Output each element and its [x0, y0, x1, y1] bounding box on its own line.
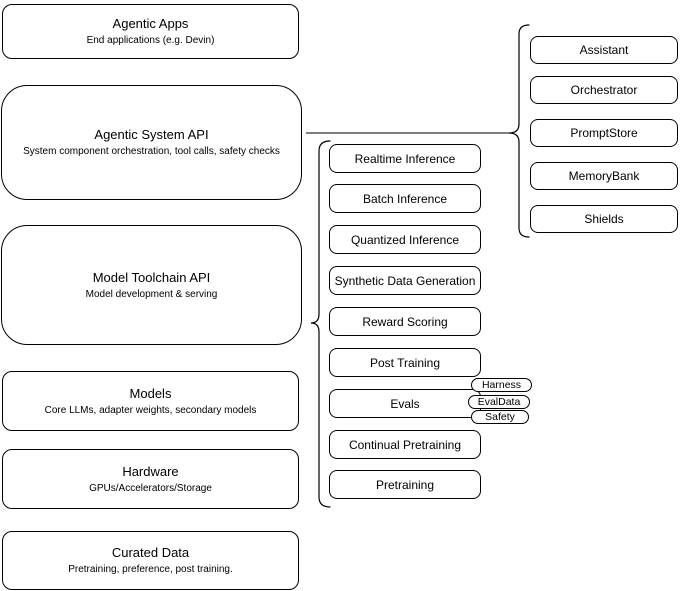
- node-synthetic-data-generation: Synthetic Data Generation: [329, 266, 481, 295]
- node-post-training: Post Training: [329, 348, 481, 377]
- node-continual-pretraining: Continual Pretraining: [329, 430, 481, 459]
- node-title: Models: [129, 385, 172, 401]
- node-realtime-inference: Realtime Inference: [329, 144, 481, 173]
- node-title: Curated Data: [111, 545, 190, 560]
- node-hardware: Hardware GPUs/Accelerators/Storage: [2, 449, 299, 509]
- node-pretraining: Pretraining: [329, 470, 481, 499]
- node-models: Models Core LLMs, adapter weights, secon…: [2, 371, 299, 431]
- node-title: Model Toolchain API: [92, 269, 211, 285]
- node-subtitle: Model development & serving: [85, 288, 218, 300]
- node-agentic-system-api: Agentic System API System component orch…: [1, 85, 302, 200]
- node-promptstore: PromptStore: [530, 119, 678, 147]
- node-title: Agentic System API: [94, 127, 209, 142]
- node-batch-inference: Batch Inference: [329, 184, 481, 213]
- tag-evaldata: EvalData: [468, 395, 530, 409]
- tag-harness: Harness: [471, 378, 532, 392]
- toolchain-components-brace: [310, 140, 331, 508]
- node-quantized-inference: Quantized Inference: [329, 225, 481, 254]
- node-subtitle: Pretraining, preference, post training.: [68, 564, 233, 575]
- node-assistant: Assistant: [530, 36, 678, 64]
- node-title: Hardware: [122, 463, 179, 479]
- node-title: Agentic Apps: [112, 16, 189, 31]
- node-orchestrator: Orchestrator: [530, 76, 678, 104]
- node-memorybank: MemoryBank: [530, 162, 678, 190]
- tag-safety: Safety: [471, 410, 529, 424]
- node-subtitle: System component orchestration, tool cal…: [23, 146, 280, 157]
- node-subtitle: End applications (e.g. Devin): [86, 35, 215, 46]
- node-model-toolchain-api: Model Toolchain API Model development & …: [1, 225, 302, 345]
- node-evals: Evals: [329, 389, 481, 418]
- node-subtitle: GPUs/Accelerators/Storage: [89, 482, 212, 494]
- node-shields: Shields: [530, 205, 678, 233]
- node-reward-scoring: Reward Scoring: [329, 307, 481, 336]
- node-curated-data: Curated Data Pretraining, preference, po…: [2, 531, 299, 590]
- system-components-brace: [508, 24, 530, 238]
- node-subtitle: Core LLMs, adapter weights, secondary mo…: [44, 404, 257, 416]
- node-agentic-apps: Agentic Apps End applications (e.g. Devi…: [2, 4, 299, 59]
